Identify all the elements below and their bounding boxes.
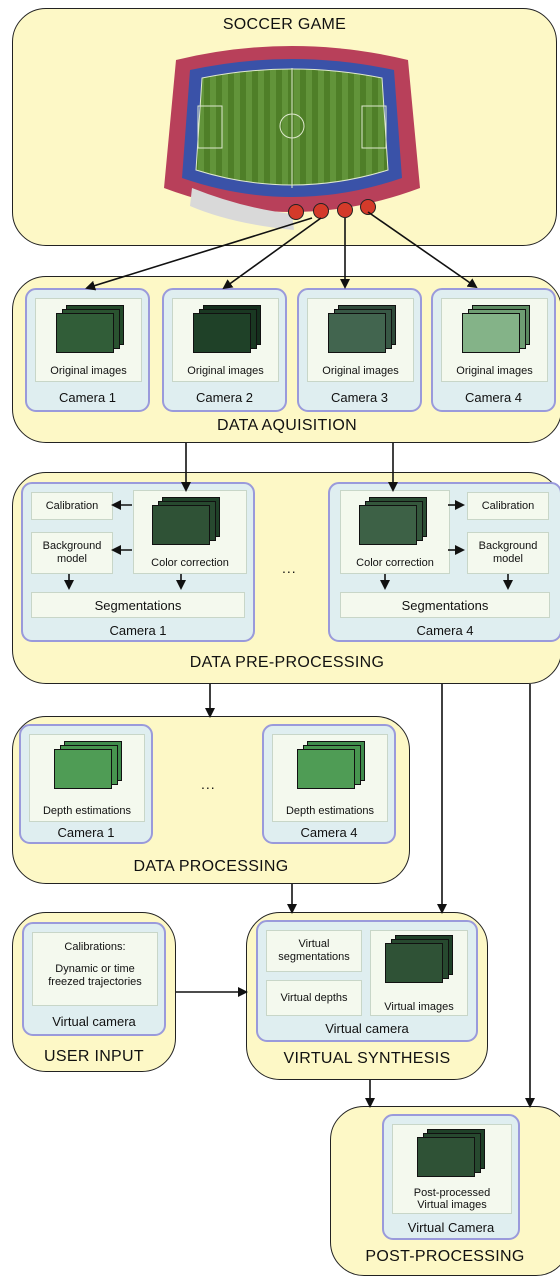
virtual-images-panel: Virtual images: [370, 930, 468, 1016]
virtual-segmentations-box: Virtual segmentations: [266, 930, 362, 972]
stage-title-data-preprocessing: DATA PRE-PROCESSING: [189, 654, 385, 671]
camera-icon: [360, 199, 376, 215]
camera-label: Camera 4: [464, 390, 523, 405]
image-label: Original images: [187, 365, 264, 377]
camera-label: Virtual camera: [52, 1014, 136, 1029]
stage-title-virtual-synthesis: VIRTUAL SYNTHESIS: [283, 1050, 451, 1067]
stadium-illustration: [164, 46, 420, 230]
image-label: Original images: [456, 365, 533, 377]
color-correction-panel: Color correction: [340, 490, 450, 574]
image-panel: Original images: [172, 298, 279, 382]
segmentations-box: Segmentations: [340, 592, 550, 618]
ellipsis: ...: [201, 776, 216, 792]
camera-label: Camera 3: [330, 390, 389, 405]
image-panel: Depth estimations: [29, 734, 145, 822]
image-panel: Depth estimations: [272, 734, 388, 822]
camera-label: Virtual Camera: [407, 1220, 495, 1235]
image-panel: Original images: [35, 298, 142, 382]
image-stack: [54, 741, 124, 793]
stage-title-user-input: USER INPUT: [44, 1048, 144, 1065]
color-correction-panel: Color correction: [133, 490, 247, 574]
preprocessing-camera-4: Color correction Calibration Background …: [328, 482, 560, 642]
image-label: Original images: [50, 365, 127, 377]
calibration-box: Calibration: [31, 492, 113, 520]
user-input-virtual-camera: Calibrations: Dynamic or time freezed tr…: [22, 922, 166, 1036]
background-model-box: Background model: [467, 532, 549, 574]
acquisition-camera-2: Original images Camera 2: [162, 288, 287, 412]
color-correction-label: Color correction: [151, 557, 229, 569]
camera-label: Camera 1: [57, 825, 115, 840]
virtual-depths-box: Virtual depths: [266, 980, 362, 1016]
trajectory-panel: Calibrations: Dynamic or time freezed tr…: [32, 932, 158, 1006]
calibrations-label: Calibrations:: [64, 941, 126, 953]
acquisition-camera-4: Original images Camera 4: [431, 288, 556, 412]
segmentations-box: Segmentations: [31, 592, 245, 618]
image-label: Post-processed Virtual images: [413, 1187, 491, 1211]
image-panel: Post-processed Virtual images: [392, 1124, 512, 1214]
camera-label: Camera 2: [195, 390, 254, 405]
image-label: Depth estimations: [42, 805, 132, 817]
trajectories-label: Dynamic or time freezed trajectories: [48, 963, 142, 988]
processing-camera-4: Depth estimations Camera 4: [262, 724, 396, 844]
camera-label: Camera 1: [109, 623, 167, 638]
camera-label: Camera 4: [300, 825, 358, 840]
image-label: Depth estimations: [285, 805, 375, 817]
image-stack: [56, 305, 126, 357]
acquisition-camera-3: Original images Camera 3: [297, 288, 422, 412]
image-stack: [297, 741, 367, 793]
calibration-box: Calibration: [467, 492, 549, 520]
image-panel: Original images: [441, 298, 548, 382]
image-stack: [152, 497, 222, 549]
synthesis-virtual-camera: Virtual segmentations Virtual depths Vir…: [256, 920, 478, 1042]
stage-title-soccer-game: SOCCER GAME: [222, 16, 347, 33]
image-stack: [417, 1129, 487, 1181]
camera-label: Virtual camera: [325, 1021, 409, 1036]
image-label: Original images: [322, 365, 399, 377]
stage-title-post-processing: POST-PROCESSING: [365, 1248, 525, 1265]
image-stack: [462, 305, 532, 357]
virtual-images-label: Virtual images: [384, 1001, 454, 1013]
ellipsis: ...: [282, 560, 297, 576]
processing-camera-1: Depth estimations Camera 1: [19, 724, 153, 844]
camera-icon: [288, 204, 304, 220]
stage-title-data-processing: DATA PROCESSING: [133, 858, 289, 875]
image-stack: [328, 305, 398, 357]
image-stack: [385, 935, 455, 987]
image-stack: [359, 497, 429, 549]
image-stack: [193, 305, 263, 357]
camera-icon: [337, 202, 353, 218]
camera-label: Camera 4: [416, 623, 474, 638]
color-correction-label: Color correction: [356, 557, 434, 569]
acquisition-camera-1: Original images Camera 1: [25, 288, 150, 412]
camera-icon: [313, 203, 329, 219]
background-model-box: Background model: [31, 532, 113, 574]
post-processing-virtual-camera: Post-processed Virtual images Virtual Ca…: [382, 1114, 520, 1240]
image-panel: Original images: [307, 298, 414, 382]
stage-title-data-acquisition: DATA AQUISITION: [217, 417, 357, 434]
camera-label: Camera 1: [58, 390, 117, 405]
preprocessing-camera-1: Calibration Background model Color corre…: [21, 482, 255, 642]
